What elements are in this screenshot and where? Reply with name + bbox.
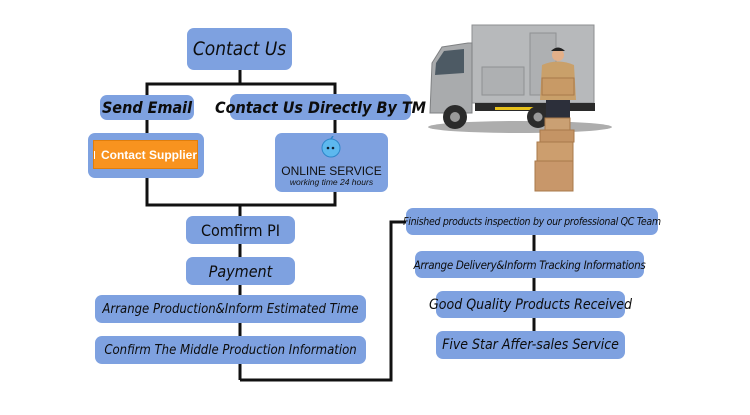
online-service-subtitle: working time 24 hours	[289, 177, 374, 187]
send-email-label: Send Email	[100, 95, 194, 120]
step-after-sales: Five Star Affer-sales Service	[436, 331, 625, 359]
step-products-received: Good Quality Products Received	[429, 291, 632, 318]
email-panel: Contact Supplier	[88, 133, 204, 178]
contact-us-title: Contact Us	[187, 28, 292, 70]
step-arrange-production: Arrange Production&Inform Estimated Time	[95, 295, 366, 323]
truck-windshield	[435, 49, 464, 75]
contact-directly-label: Contact Us Directly By TM	[215, 94, 426, 120]
held-box	[541, 77, 575, 96]
online-service-panel[interactable]: ONLINE SERVICE working time 24 hours	[275, 133, 388, 192]
online-service-title: ONLINE SERVICE	[281, 164, 382, 178]
envelope-icon	[94, 150, 95, 159]
step-arrange-delivery: Arrange Delivery&Inform Tracking Informa…	[414, 251, 646, 278]
stacked-boxes	[534, 117, 575, 192]
step-confirm-pi: Comfirm PI	[186, 216, 295, 244]
delivery-illustration	[428, 24, 612, 192]
step-qc-inspection: Finished products inspection by our prof…	[403, 208, 661, 235]
contact-supplier-button[interactable]: Contact Supplier	[93, 140, 198, 169]
contact-supplier-label: Contact Supplier	[100, 147, 197, 162]
chat-bubble-icon	[321, 136, 341, 158]
step-confirm-middle-production: Confirm The Middle Production Informatio…	[95, 336, 366, 364]
step-payment: Payment	[186, 257, 295, 285]
